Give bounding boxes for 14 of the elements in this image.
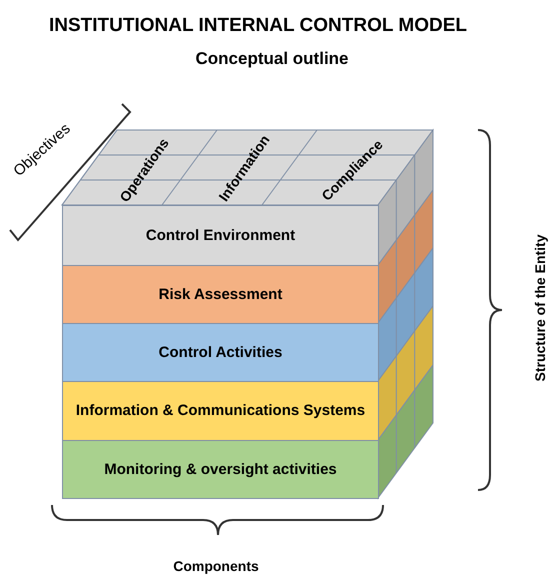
component-band [62,205,379,266]
band-label: Risk Assessment [158,286,282,304]
band-label: Control Activities [158,344,282,362]
axis-label: Structure of the Entity [532,234,548,382]
component-band [62,381,379,441]
subtitle: Conceptual outline [196,49,348,69]
band-label: Information & Communications Systems [76,402,366,420]
title: INSTITUTIONAL INTERNAL CONTROL MODEL [49,15,467,37]
band-label: Control Environment [146,226,296,244]
component-band [62,440,379,499]
axis-label: Components [173,558,259,574]
component-band [62,265,379,324]
component-band [62,323,379,382]
band-label: Monitoring & oversight activities [104,460,337,478]
